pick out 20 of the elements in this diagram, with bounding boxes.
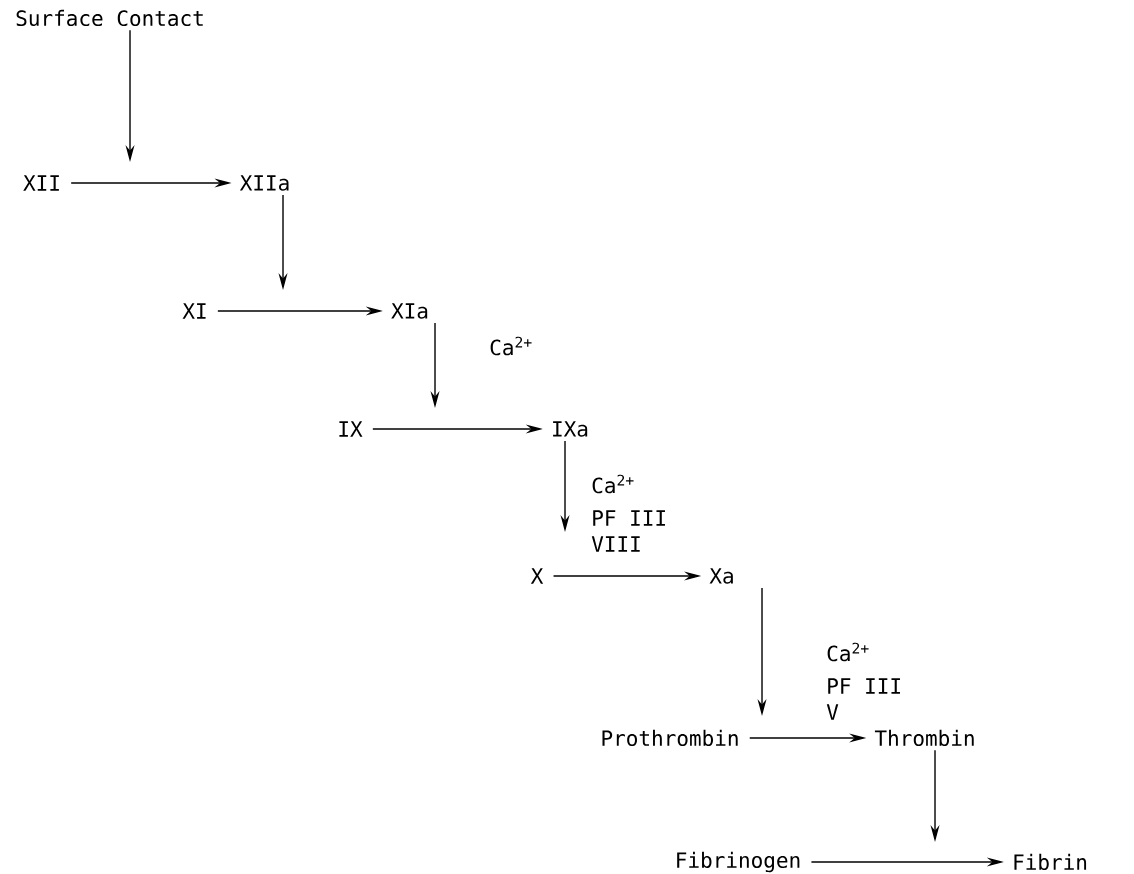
factor-label: IX xyxy=(339,421,363,437)
cofactor-label: PF III xyxy=(828,678,900,694)
factor-label: IXa xyxy=(553,421,588,437)
factor-label: XIIa xyxy=(239,175,289,191)
cofactor-label: V xyxy=(826,704,839,720)
factor-label: XI xyxy=(182,303,206,319)
factor-label: Fibrin xyxy=(1014,853,1087,871)
factor-label: Xa xyxy=(709,568,733,584)
factor-label: XIa xyxy=(391,303,428,319)
cofactor-label: PF III xyxy=(593,510,665,526)
cofactor-label: Ca$^{2+}$ xyxy=(490,336,532,356)
factor-label: Fibrinogen xyxy=(677,851,800,873)
factor-label: XII xyxy=(23,175,59,191)
cofactor-label: Ca$^{2+}$ xyxy=(827,642,869,662)
factor-label: X xyxy=(530,568,544,584)
cofactor-label: Ca$^{2+}$ xyxy=(592,474,634,494)
factor-label: Prothrombin xyxy=(602,729,738,747)
factor-label: Surface Contact xyxy=(16,9,203,27)
factor-label: Thrombin xyxy=(874,729,974,747)
cofactor-label: VIII xyxy=(591,536,640,552)
